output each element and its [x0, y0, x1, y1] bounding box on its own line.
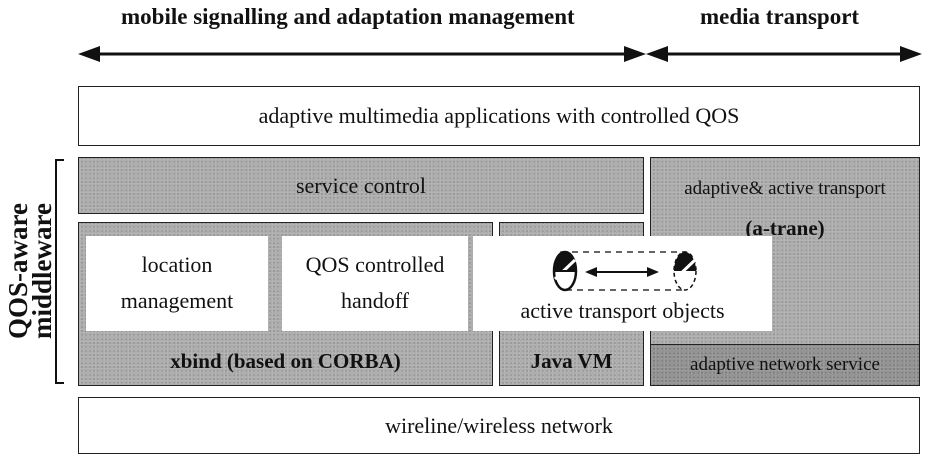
java-vm-label: Java VM: [530, 349, 613, 373]
handoff-label-line2: handoff: [340, 288, 410, 313]
service-control-box: service control: [78, 157, 644, 214]
transport-label: adaptive& active transport: [684, 178, 886, 199]
handoff-label-line1: QOS controlled: [305, 252, 445, 277]
span-arrows: [78, 46, 922, 62]
network-box: wireline/wireless network: [78, 397, 920, 454]
object-left-icon: [552, 250, 578, 292]
active-transport-objects-box: active transport objects: [473, 236, 772, 331]
active-objects-label: active transport objects: [520, 298, 725, 323]
location-label-line1: location: [141, 252, 213, 277]
handoff-box: QOS controlled handoff: [282, 236, 468, 331]
bidirectional-arrow: [585, 267, 659, 277]
network-label: wireline/wireless network: [385, 412, 613, 438]
service-control-label: service control: [295, 172, 427, 198]
object-right-icon: [673, 251, 697, 291]
location-management-box: location management: [86, 236, 268, 331]
signalling-span-arrow: [78, 46, 646, 62]
active-objects-graphic: [552, 250, 697, 292]
media-transport-span-arrow: [646, 46, 922, 62]
signalling-header: mobile signalling and adaptation managem…: [121, 4, 575, 29]
xbind-label: xbind (based on CORBA): [170, 349, 401, 373]
applications-label: adaptive multimedia applications with co…: [258, 103, 740, 128]
middleware-side-label: QOS-aware middleware: [0, 157, 60, 385]
location-label-line2: management: [120, 288, 234, 313]
applications-box: adaptive multimedia applications with co…: [78, 86, 920, 146]
network-service-box: adaptive network service: [650, 344, 920, 386]
media-transport-header: media transport: [700, 4, 860, 29]
side-label-line2: middleware: [27, 203, 57, 339]
network-service-label: adaptive network service: [690, 354, 880, 375]
middleware-bracket: [55, 159, 64, 384]
